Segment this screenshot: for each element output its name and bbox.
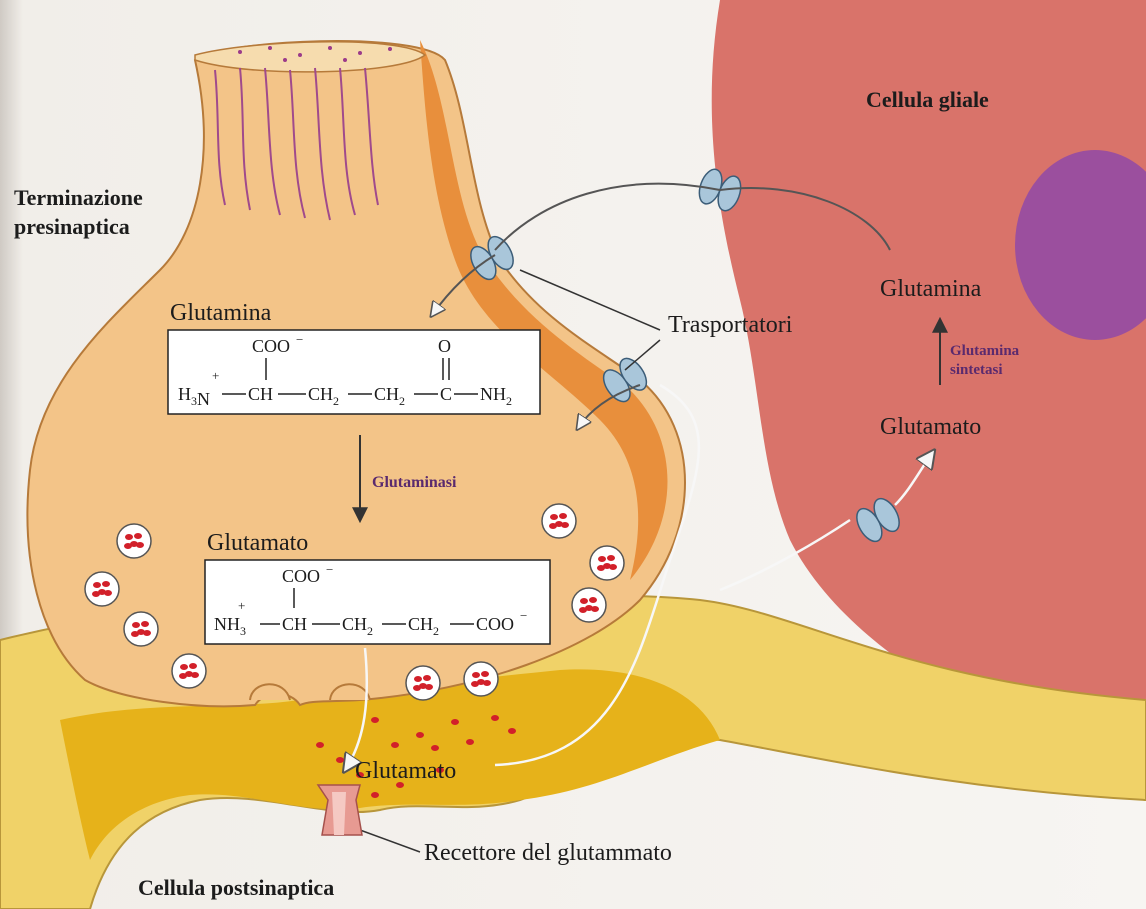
vesicle-icon (572, 588, 606, 622)
glutamine-c: C (440, 384, 452, 404)
cleft-glutamate-label: Glutamato (355, 758, 456, 784)
glutamate-molecule (391, 742, 399, 748)
glutamate-molecule (508, 728, 516, 734)
glial-glutamine-label: Glutamina (880, 276, 982, 302)
glial-cell-label: Cellula gliale (866, 87, 989, 112)
vesicle-icon (542, 504, 576, 538)
glutamine-synthetase-line2: sintetasi (950, 362, 1003, 378)
glutamate-molecule (371, 792, 379, 798)
glutamine-o: O (438, 336, 451, 356)
glutamate-coo-end-charge: − (520, 608, 527, 623)
glutamate-coo-top: COO (282, 566, 320, 586)
glutamine-synthetase-line1: Glutamina (950, 343, 1020, 359)
glutamate-molecule (466, 739, 474, 745)
glutamate-molecule (316, 742, 324, 748)
presynaptic-glutamate-label: Glutamato (207, 530, 308, 556)
postsynaptic-cell-label: Cellula postsinaptica (138, 875, 334, 900)
glutamate-molecule (431, 745, 439, 751)
glutamate-molecule (416, 732, 424, 738)
glutamine-coo-charge: − (296, 332, 303, 347)
presynaptic-label-line1: Terminazione (14, 185, 143, 210)
glutamate-plus-charge: + (238, 598, 245, 613)
glutamate-coo-end: COO (476, 614, 514, 634)
vesicle-icon (172, 654, 206, 688)
glutamate-molecule (336, 757, 344, 763)
glutamate-coo-charge: − (326, 562, 333, 577)
glutamine-ch: CH (248, 384, 273, 404)
presynaptic-label-line2: presinaptica (14, 214, 130, 239)
glutamine-plus-charge: + (212, 368, 219, 383)
glutamate-molecule (371, 717, 379, 723)
vesicle-icon (124, 612, 158, 646)
glutaminase-label: Glutaminasi (372, 474, 457, 491)
transporters-label: Trasportatori (668, 312, 793, 338)
glutamate-molecule (451, 719, 459, 725)
receptor-label: Recettore del glutammato (424, 840, 672, 866)
vesicle-icon (464, 662, 498, 696)
vesicle-icon (590, 546, 624, 580)
vesicle-icon (117, 524, 151, 558)
glutamate-molecule (491, 715, 499, 721)
glutamine-coo: COO (252, 336, 290, 356)
vesicle-icon (406, 666, 440, 700)
vesicle-icon (85, 572, 119, 606)
glutamate-ch: CH (282, 614, 307, 634)
glial-glutamate-label: Glutamato (880, 414, 981, 440)
presynaptic-glutamine-label: Glutamina (170, 300, 272, 326)
